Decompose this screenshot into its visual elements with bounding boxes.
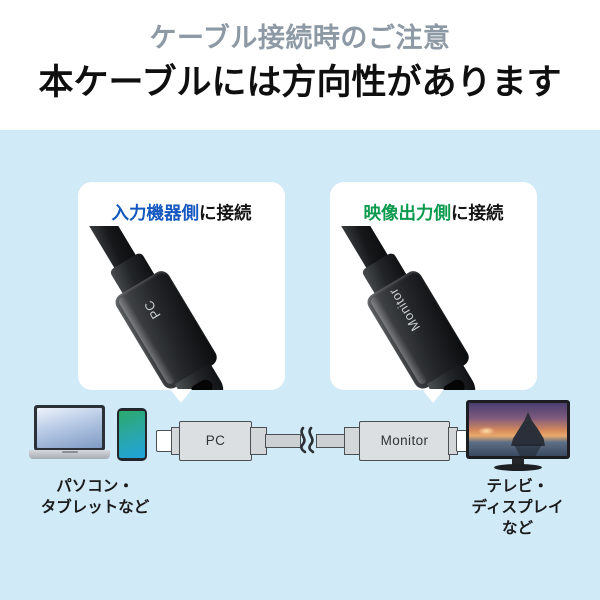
tv-screen-reflection xyxy=(513,444,543,456)
tv-screen-sun xyxy=(478,427,495,435)
laptop-lid xyxy=(34,405,105,451)
header-subtitle: ケーブル接続時のご注意 xyxy=(149,23,451,53)
tablet-screen xyxy=(119,411,145,458)
usb-c-plug-icon: Monitor xyxy=(338,226,494,390)
callout-title-input-device: 入力機器側に接続 xyxy=(78,200,285,225)
left-connector-label: PC xyxy=(205,433,226,448)
tv-stand-neck xyxy=(512,458,524,465)
left-device-label: パソコン・ タブレットなど xyxy=(40,478,150,516)
content-panel: 入力機器側に接続 PC 映像出力側に接続 xyxy=(0,130,600,600)
right-device-label: テレビ・ ディスプレイ など xyxy=(471,478,564,537)
usb-c-plug-photo-pc: PC xyxy=(78,226,285,390)
callout-title-video-output: 映像出力側に接続 xyxy=(330,200,537,225)
right-connector-label: Monitor xyxy=(380,433,429,448)
tablet-icon xyxy=(117,408,147,461)
laptop-screen xyxy=(37,408,102,448)
tv-monitor-icon xyxy=(466,400,570,472)
callout-accent-text-output: 映像出力側 xyxy=(363,203,452,223)
laptop-icon xyxy=(29,405,110,465)
laptop-base xyxy=(29,450,110,459)
left-connector-body-pc: PC xyxy=(179,421,252,461)
callout-card-input-device: 入力機器側に接続 PC xyxy=(78,182,285,390)
page-title: 本ケーブルには方向性があります xyxy=(38,63,562,102)
cable-wire-left xyxy=(265,434,301,448)
cable-wire-right xyxy=(316,434,346,448)
tv-screen xyxy=(469,403,567,456)
tv-screen-island xyxy=(511,412,545,446)
cable-break-icon xyxy=(300,426,315,454)
callout-tail-input-device xyxy=(170,389,192,403)
header: ケーブル接続時のご注意 本ケーブルには方向性があります xyxy=(0,0,600,130)
tv-stand-base xyxy=(494,464,542,471)
callout-card-video-output: 映像出力側に接続 Monitor xyxy=(330,182,537,390)
callout-rest-text-input: に接続 xyxy=(199,203,252,223)
callout-accent-text-input: 入力機器側 xyxy=(111,203,200,223)
callout-tail-video-output xyxy=(422,389,444,403)
usb-c-plug-photo-monitor: Monitor xyxy=(330,226,537,390)
usb-c-plug-icon: PC xyxy=(86,226,242,390)
connection-diagram: PC Monitor xyxy=(0,400,600,600)
callout-rest-text-output: に接続 xyxy=(451,203,504,223)
tv-frame xyxy=(466,400,570,459)
right-connector-body-monitor: Monitor xyxy=(359,421,450,461)
